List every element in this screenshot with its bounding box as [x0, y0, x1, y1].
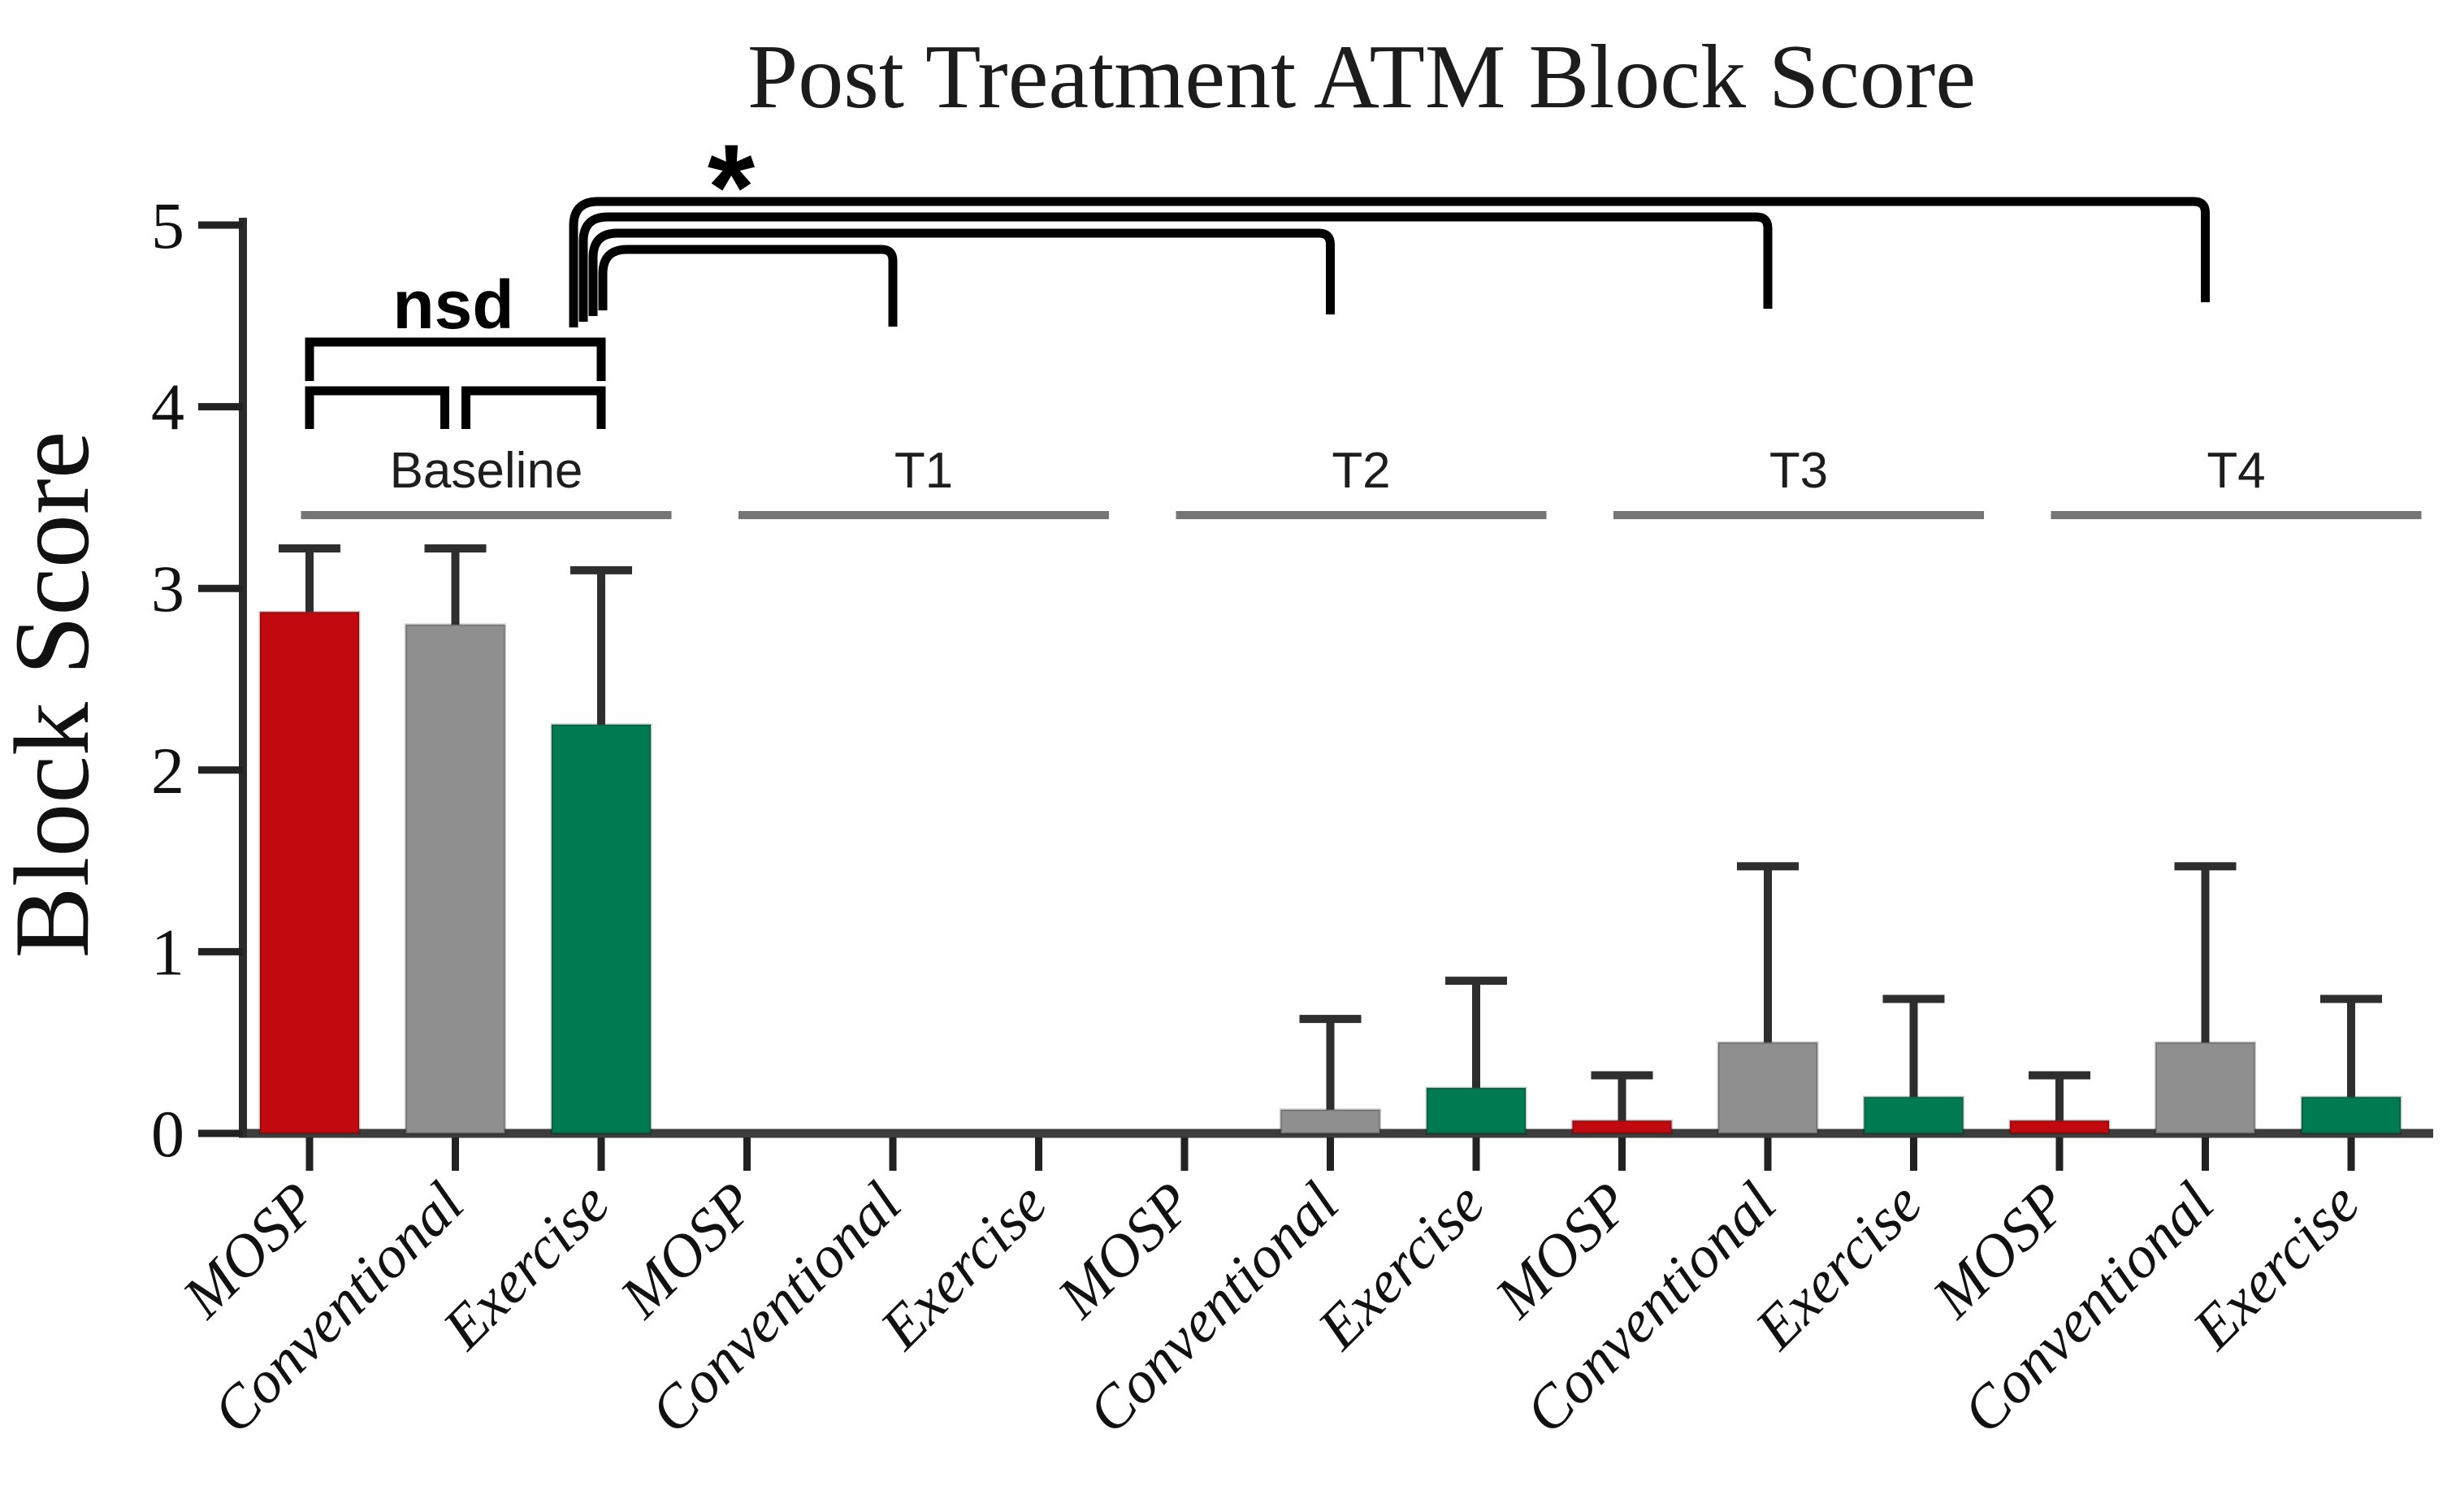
bar-t4-mosp: [2008, 1119, 2111, 1135]
error-bars-layer: [279, 544, 2382, 1121]
group-label: Baseline: [390, 443, 583, 499]
x-labels-layer: MOSPConventionalExerciseMOSPConventional…: [170, 1170, 2372, 1446]
bar-baseline-conventional: [405, 623, 506, 1135]
nsd-bracket-left: [305, 386, 449, 429]
nsd-bracket-outer: [305, 337, 606, 381]
star-bracket-t4: [569, 197, 2210, 327]
chart-title: Post Treatment ATM Block Score: [747, 27, 1976, 128]
y-tick-label: 2: [151, 734, 184, 808]
y-tick-label: 5: [151, 188, 184, 262]
bar-t2-exercise: [1425, 1086, 1527, 1135]
group-label: T3: [1769, 443, 1828, 499]
x-category-label: Exercise: [2180, 1170, 2372, 1363]
y-axis-title: Block Score: [0, 431, 111, 959]
bars-layer: [258, 610, 2402, 1135]
star-bracket-t3: [578, 212, 1773, 322]
x-category-label: Exercise: [1305, 1170, 1497, 1363]
x-category-label: Exercise: [1743, 1170, 1935, 1363]
y-tick-label: 4: [151, 370, 184, 444]
group-label: T4: [2207, 443, 2265, 499]
group-label: T1: [894, 443, 953, 499]
bar-t4-conventional: [2155, 1041, 2256, 1135]
bar-t3-exercise: [1863, 1095, 1964, 1135]
group-label: T2: [1332, 443, 1390, 499]
y-tick-label: 1: [151, 915, 184, 989]
y-tick-label: 3: [151, 552, 184, 626]
nsd-bracket-right: [461, 386, 606, 429]
bar-baseline-mosp: [258, 610, 361, 1135]
bar-t3-mosp: [1571, 1119, 1673, 1135]
bar-t4-exercise: [2300, 1095, 2402, 1135]
x-category-label: Exercise: [430, 1170, 622, 1363]
bar-baseline-exercise: [550, 723, 652, 1135]
group-labels-layer: Baseline T1 T2 T3 T4: [301, 443, 2422, 519]
bar-t3-conventional: [1717, 1041, 1819, 1135]
significance-brackets-layer: [305, 197, 2210, 429]
y-tick-label: 0: [151, 1097, 184, 1171]
star-bracket-t1: [598, 245, 898, 327]
x-category-label: Exercise: [868, 1170, 1060, 1363]
significance-nsd-label: nsd: [392, 266, 513, 343]
star-bracket-t2: [588, 228, 1335, 316]
bar-t2-conventional: [1280, 1108, 1381, 1135]
